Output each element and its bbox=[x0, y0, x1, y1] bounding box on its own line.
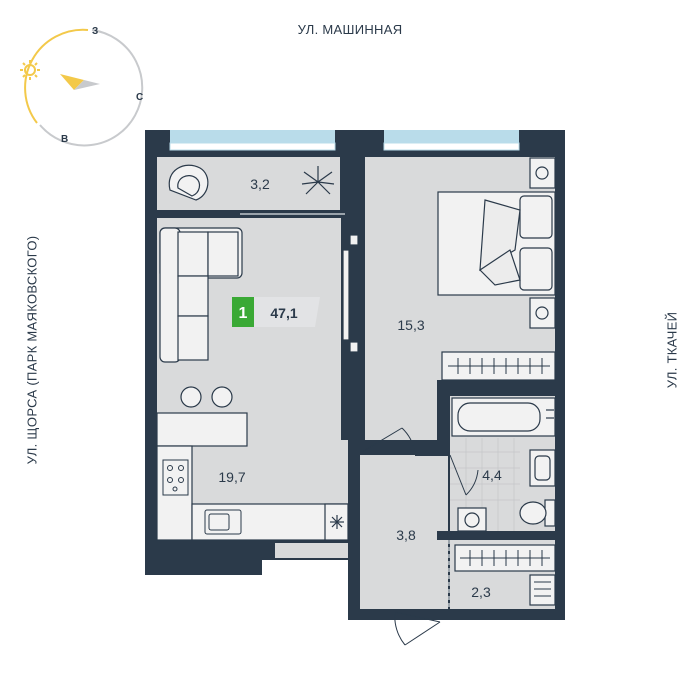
storage-shelves-icon bbox=[454, 544, 556, 606]
entrance-door bbox=[394, 611, 441, 646]
badge-total-area: 47,1 bbox=[270, 305, 297, 321]
washing-machine-icon bbox=[457, 507, 487, 532]
stove-icon bbox=[162, 459, 189, 496]
bedroom-door bbox=[361, 427, 416, 453]
wall-bath-bottom bbox=[437, 531, 555, 540]
plant-icon bbox=[301, 166, 335, 195]
area-balcony: 3,2 bbox=[250, 176, 270, 192]
compass-label-north: З bbox=[92, 26, 98, 37]
area-hall: 3,8 bbox=[396, 527, 416, 543]
compass-sun-arc bbox=[24, 28, 89, 124]
window-balcony-sill bbox=[169, 142, 336, 151]
interior-walls bbox=[157, 130, 555, 540]
sofa-icon bbox=[159, 227, 243, 363]
tv-icon bbox=[342, 234, 359, 353]
compass-label-west: В bbox=[61, 134, 68, 145]
apartment-badge: 1 47,1 bbox=[232, 297, 320, 327]
nightstand-icon bbox=[529, 157, 556, 189]
wall-bath-left bbox=[437, 380, 450, 450]
area-bedroom: 15,3 bbox=[397, 317, 424, 333]
badge-room-count: 1 bbox=[239, 305, 248, 322]
compass: З С В bbox=[20, 26, 144, 147]
toilet-icon bbox=[519, 499, 556, 527]
area-bathroom: 4,4 bbox=[482, 467, 502, 483]
window-bedroom bbox=[384, 130, 519, 143]
wall-hall-stub bbox=[415, 448, 450, 456]
wall-center bbox=[348, 130, 362, 455]
stool-icon bbox=[180, 386, 202, 408]
hall-floor bbox=[360, 455, 448, 609]
washbasin-icon bbox=[529, 449, 556, 487]
stool-icon bbox=[211, 386, 233, 408]
armchair-icon bbox=[168, 164, 209, 201]
snowflake-icon bbox=[330, 515, 344, 529]
compass-arc bbox=[39, 29, 144, 147]
sink-icon bbox=[204, 509, 242, 535]
window-balcony bbox=[170, 130, 335, 143]
windows bbox=[169, 130, 520, 151]
wall-bath-top bbox=[437, 380, 555, 396]
window-bedroom-sill bbox=[383, 142, 520, 151]
street-label-top: УЛ. МАШИННАЯ bbox=[297, 22, 403, 37]
area-living-kitchen: 19,7 bbox=[218, 469, 245, 485]
bed-icon bbox=[437, 191, 556, 296]
nightstand-icon bbox=[529, 297, 556, 329]
niche-floor bbox=[275, 543, 348, 558]
compass-label-east: С bbox=[136, 92, 143, 103]
sun-icon bbox=[20, 60, 40, 80]
bathroom-door bbox=[449, 454, 479, 496]
wall-balcony-bottom bbox=[157, 210, 239, 218]
wardrobe-icon bbox=[441, 351, 556, 381]
bar-counter bbox=[156, 412, 248, 447]
badge-rooms-marker bbox=[232, 297, 254, 327]
area-storage: 2,3 bbox=[471, 584, 491, 600]
compass-needle bbox=[74, 80, 100, 90]
bathtub-icon bbox=[451, 397, 556, 437]
bar-stools bbox=[180, 386, 233, 408]
